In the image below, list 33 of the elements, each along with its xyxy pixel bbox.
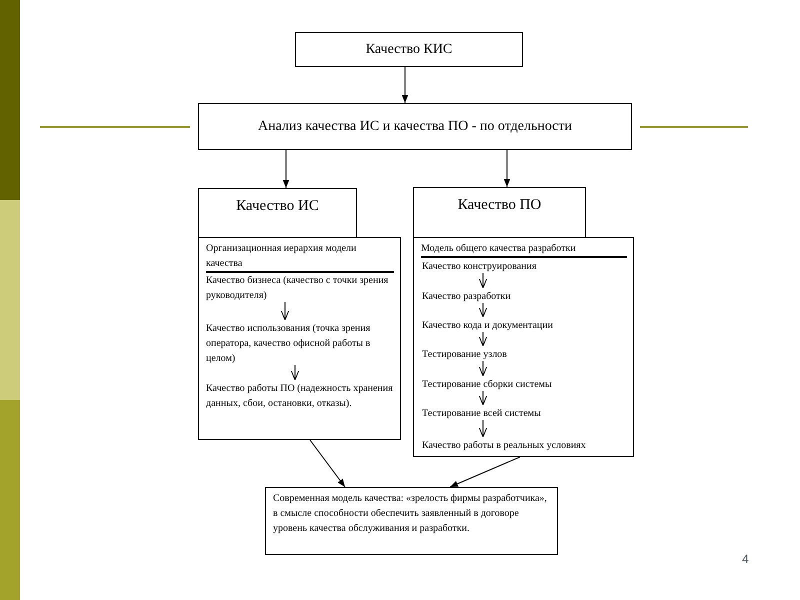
arrow <box>282 150 290 188</box>
title-box: Анализ качества ИС и качества ПО - по отдельности <box>198 103 632 150</box>
list-item: Качество разработки <box>422 289 622 304</box>
list-item: Тестирование всей системы <box>422 406 622 421</box>
arrow <box>478 332 488 346</box>
note-box: Современная модель качества: «зрелость фирмы разработчика», в смысле способности обеспечить заявленный в договоре уровень качества обслуживания и разработки. <box>265 487 558 555</box>
title-box: Качество КИС <box>295 32 523 67</box>
list-item: Качество работы ПО (надежность хранения данных, сбои, остановки, отказы). <box>206 381 396 426</box>
list-item: Качество работы в реальных условиях <box>422 438 622 453</box>
arrow <box>280 302 290 320</box>
list-item: Качество бизнеса (качество с точки зрения руководителя) <box>206 273 396 303</box>
panel-box <box>413 237 634 457</box>
list-item: Качество конструирования <box>422 259 622 274</box>
arrow <box>402 66 408 104</box>
arrow <box>310 440 346 488</box>
panel-heading: Модель общего качества разработки <box>421 241 627 258</box>
arrow <box>478 272 488 288</box>
list-item: Качество кода и документации <box>422 318 622 333</box>
list-item: Тестирование сборки системы <box>422 377 622 392</box>
arrow <box>504 150 510 188</box>
arrow <box>290 364 300 380</box>
header-tab: Качество ПО <box>413 187 586 238</box>
list-item: Тестирование узлов <box>422 347 622 362</box>
page-number: 4 <box>742 551 749 568</box>
panel-heading: Организационная иерархия модели качества <box>206 241 394 273</box>
arrow <box>478 360 488 376</box>
arrow <box>478 302 488 318</box>
header-tab: Качество ИС <box>198 188 357 238</box>
panel-box <box>198 237 401 440</box>
list-item: Качество использования (точка зрения оператора, качество офисной работы в целом) <box>206 321 396 366</box>
arrow <box>478 390 488 406</box>
arrow <box>478 420 488 438</box>
arrow <box>450 456 520 488</box>
